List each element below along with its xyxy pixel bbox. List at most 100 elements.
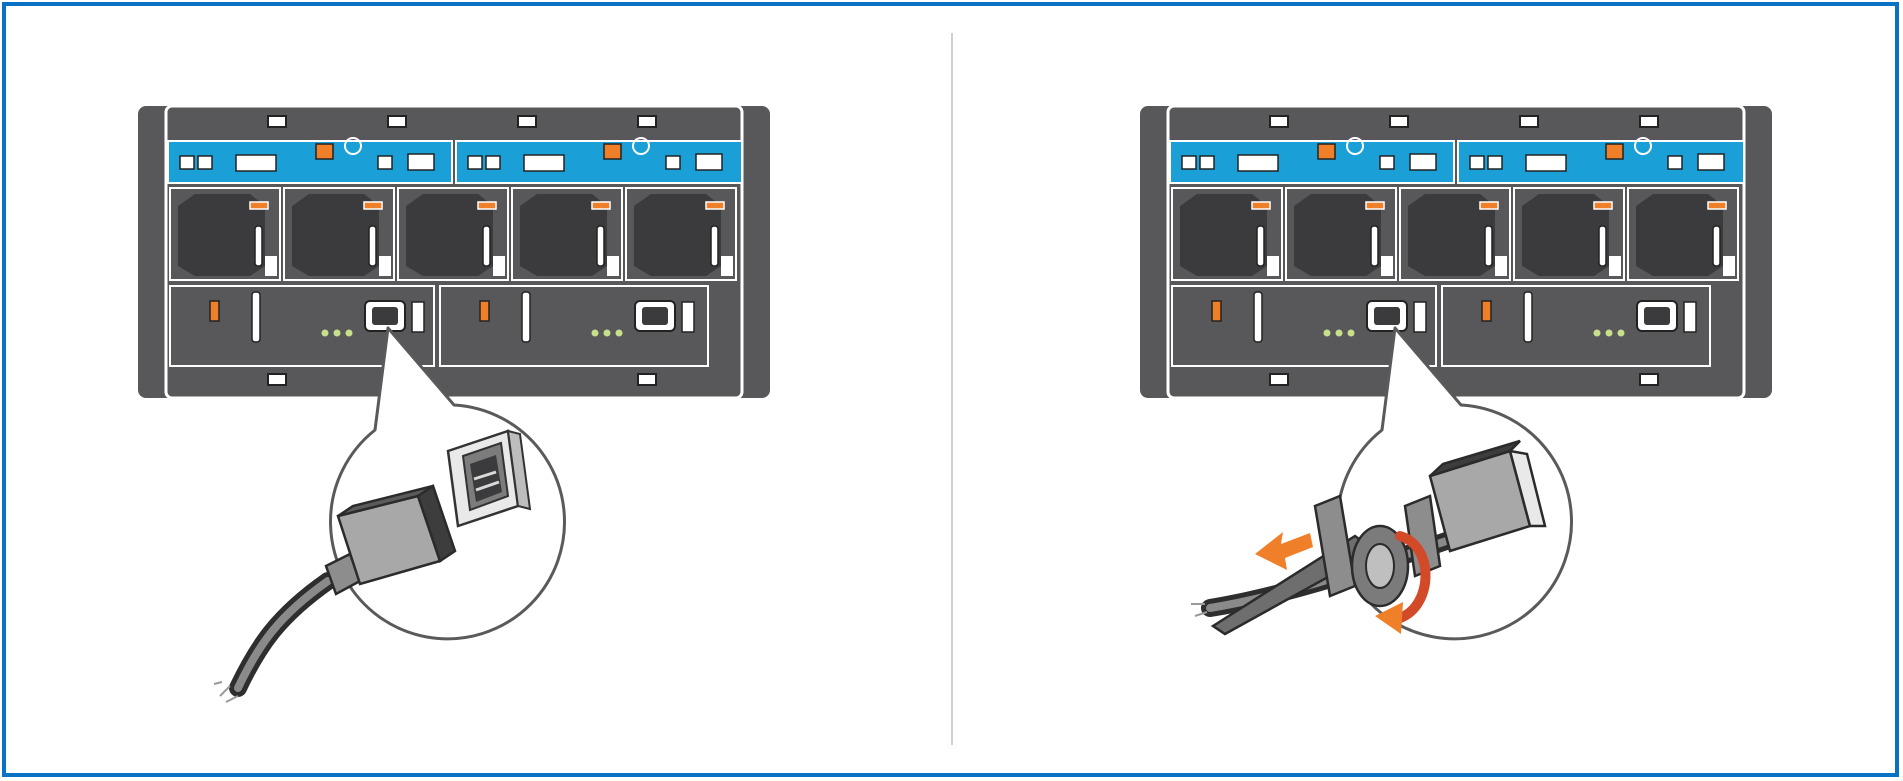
fan-latch — [250, 202, 268, 209]
psu-switch — [1414, 302, 1426, 332]
top-slot — [1520, 116, 1538, 127]
inlet-face — [1374, 307, 1400, 325]
fan-label — [1723, 256, 1735, 276]
fan-label — [493, 256, 505, 276]
psu-led — [1348, 330, 1355, 337]
psu-led — [1324, 330, 1331, 337]
fan-label — [1609, 256, 1621, 276]
psu-switch — [682, 302, 694, 332]
psu-led — [346, 330, 353, 337]
fan-handle — [1713, 226, 1720, 266]
fan-label — [379, 256, 391, 276]
double-arrow-icon — [1255, 532, 1313, 570]
top-slot — [388, 116, 406, 127]
sas-port — [1238, 155, 1278, 171]
fan-label — [721, 256, 733, 276]
serial-port — [408, 154, 434, 170]
storage-enclosure-rear — [1140, 106, 1772, 398]
mgmt-port — [1380, 156, 1394, 169]
sas-port — [524, 155, 564, 171]
fan-handle — [483, 226, 490, 266]
fan-latch — [364, 202, 382, 209]
bottom-slot — [638, 374, 656, 385]
psu-switch — [1684, 302, 1696, 332]
psu-led — [1618, 330, 1625, 337]
release-latch — [604, 144, 621, 159]
top-slot — [1270, 116, 1288, 127]
fan-handle — [1485, 226, 1492, 266]
storage-enclosure-rear — [138, 106, 770, 398]
psu-led — [592, 330, 599, 337]
psu-latch — [1482, 301, 1491, 321]
psu-led — [1594, 330, 1601, 337]
psu-led — [616, 330, 623, 337]
psu-latch — [1212, 301, 1221, 321]
fan-label — [607, 256, 619, 276]
psu-handle — [252, 292, 260, 342]
top-slot — [638, 116, 656, 127]
serial-port — [1698, 154, 1724, 170]
bottom-slot — [1270, 374, 1288, 385]
psu-handle — [1524, 292, 1532, 342]
fan-label — [1381, 256, 1393, 276]
fan-label — [1495, 256, 1507, 276]
psu-led — [1606, 330, 1613, 337]
fan-label — [265, 256, 277, 276]
psu-led — [604, 330, 611, 337]
fan-latch — [706, 202, 724, 209]
inlet-face — [642, 307, 668, 325]
fan-latch — [592, 202, 610, 209]
psu-handle — [1254, 292, 1262, 342]
fan-handle — [255, 226, 262, 266]
psu-latch — [210, 301, 219, 321]
mgmt-port — [666, 156, 680, 169]
panel-divider — [951, 33, 953, 745]
network-port — [1470, 156, 1484, 169]
psu-latch — [480, 301, 489, 321]
psu-led — [322, 330, 329, 337]
panel-secure-strap — [955, 6, 1895, 775]
fan-handle — [369, 226, 376, 266]
fan-handle — [1599, 226, 1606, 266]
fan-handle — [1257, 226, 1264, 266]
fan-latch — [1480, 202, 1498, 209]
fan-handle — [597, 226, 604, 266]
serial-port — [696, 154, 722, 170]
psu-led — [334, 330, 341, 337]
release-latch — [316, 144, 333, 159]
bottom-slot — [268, 374, 286, 385]
top-slot — [268, 116, 286, 127]
fan-latch — [1366, 202, 1384, 209]
psu-switch — [412, 302, 424, 332]
fan-latch — [1708, 202, 1726, 209]
network-port — [1182, 156, 1196, 169]
fan-label — [1267, 256, 1279, 276]
fan-latch — [478, 202, 496, 209]
fan-handle — [711, 226, 718, 266]
network-port — [180, 156, 194, 169]
panel-connect-power — [8, 6, 948, 775]
release-latch — [1318, 144, 1335, 159]
network-port — [468, 156, 482, 169]
sas-port — [1526, 155, 1566, 171]
top-slot — [518, 116, 536, 127]
fan-latch — [1594, 202, 1612, 209]
top-slot — [1640, 116, 1658, 127]
network-port — [1200, 156, 1214, 169]
psu-handle — [522, 292, 530, 342]
network-port — [1488, 156, 1502, 169]
release-latch — [1606, 144, 1623, 159]
serial-port — [1410, 154, 1436, 170]
top-slot — [1390, 116, 1408, 127]
inlet-face — [1644, 307, 1670, 325]
fan-latch — [1252, 202, 1270, 209]
mgmt-port — [1668, 156, 1682, 169]
inlet-face — [372, 307, 398, 325]
network-port — [198, 156, 212, 169]
psu-led — [1336, 330, 1343, 337]
network-port — [486, 156, 500, 169]
sas-port — [236, 155, 276, 171]
bottom-slot — [1640, 374, 1658, 385]
mgmt-port — [378, 156, 392, 169]
